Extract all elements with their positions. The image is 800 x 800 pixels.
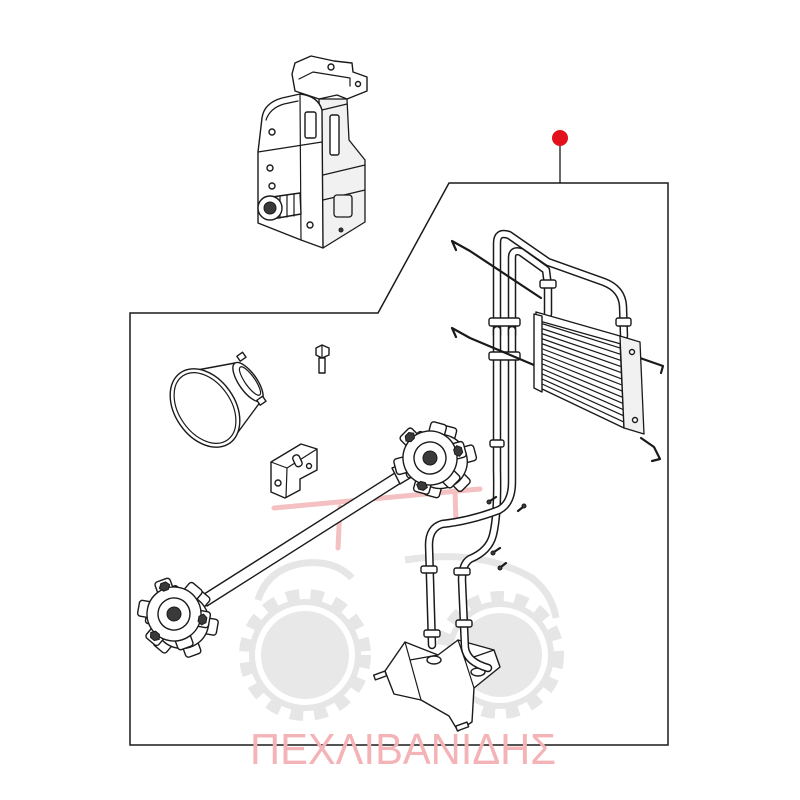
pipe-lower-right bbox=[424, 325, 517, 650]
cooler-pipes bbox=[420, 229, 632, 673]
bolt bbox=[315, 344, 330, 374]
cooler-fins bbox=[539, 322, 625, 423]
flex-coupling-right bbox=[393, 421, 478, 499]
watermark-text: ΠΕΧΛΙΒΑΝΙΔΗΣ bbox=[250, 725, 556, 774]
pipe-upper-feed bbox=[507, 247, 553, 340]
callout-marker[interactable] bbox=[552, 130, 568, 146]
pipe-studs bbox=[486, 495, 527, 571]
gearbox-output-shaft bbox=[257, 192, 302, 221]
flex-coupling-left bbox=[136, 577, 219, 658]
mounting-bracket bbox=[270, 443, 318, 499]
pipe-clamps bbox=[420, 279, 632, 638]
gearbox bbox=[257, 55, 368, 249]
watermark-tractor-outline bbox=[254, 486, 560, 619]
callout-frame bbox=[129, 182, 669, 746]
oil-cooler bbox=[450, 239, 665, 463]
drive-shaft bbox=[200, 463, 411, 607]
watermark-gear-left bbox=[239, 589, 371, 721]
cooler-mounting-brackets bbox=[450, 239, 665, 463]
pipe-upper-return bbox=[492, 229, 629, 341]
bell-cover bbox=[169, 351, 267, 448]
cooler-right-tank bbox=[619, 335, 645, 435]
cooler-left-tank bbox=[533, 313, 543, 393]
